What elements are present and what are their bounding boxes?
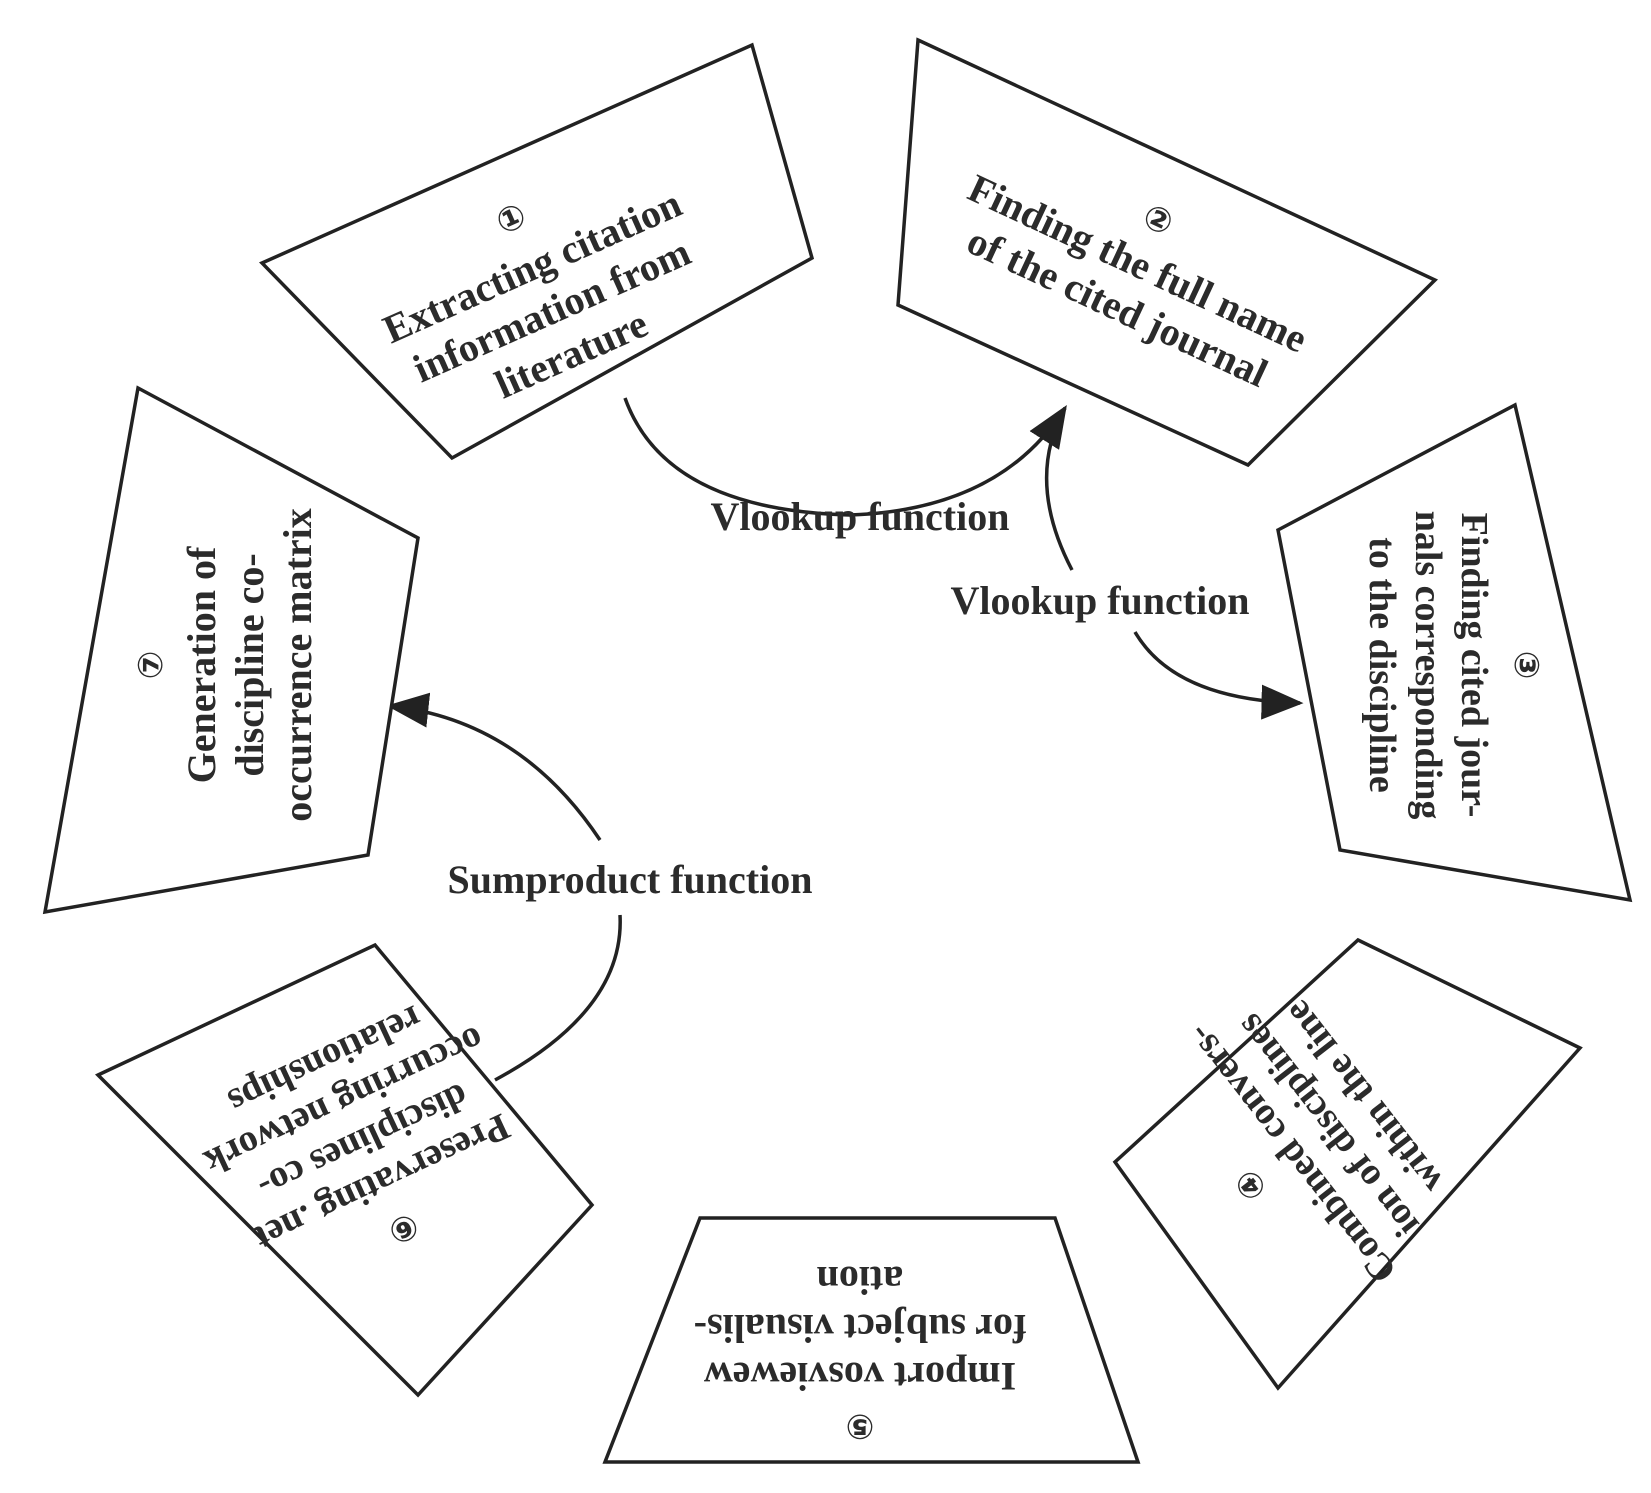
step-5-line-3: ation: [817, 1258, 904, 1303]
step-3-line-2: nals corresponding: [1407, 511, 1449, 820]
vlookup-function-label-1: Vlookup function: [711, 494, 1010, 539]
step-7-box: ⑦ Generation of discipline co- occurrenc…: [42, 385, 420, 915]
step-5-box: ⑤ Import vosviewew for subject visualis-…: [602, 1216, 1141, 1464]
sumproduct-function-label: Sumproduct function: [448, 857, 813, 902]
arrow-step1-to-step2: [623, 397, 1067, 517]
step-7-line-3: occurrence matrix: [275, 508, 320, 822]
step-5-line-1: Import vosviewew: [704, 1354, 1016, 1399]
arrow-sumproduct-to-step7: [386, 692, 602, 841]
vlookup-function-label-2: Vlookup function: [951, 578, 1250, 623]
step-7-line-1: Generation of: [179, 546, 224, 783]
arrow-step2-to-step3: [1044, 407, 1074, 571]
step-2-box: ② Finding the full name of the cited jou…: [896, 37, 1439, 468]
step-4-box: ④ Combined convers- ion of disciplines w…: [1112, 937, 1583, 1391]
step-3-number: ③: [1506, 651, 1546, 680]
arrow-step6-to-step7: [494, 914, 622, 1082]
step-7-number: ⑦: [131, 651, 171, 680]
step-6-box: ⑥ Preservating .net disciplines co- occu…: [94, 942, 595, 1398]
step-3-line-1: Finding cited jour-: [1453, 513, 1495, 818]
arrow-vlookup2-to-step3: [1133, 631, 1304, 720]
step-5-line-2: for subject visualis-: [694, 1306, 1027, 1351]
step-7-line-2: discipline co-: [227, 553, 272, 776]
step-1-box: ① Extracting citation information from l…: [258, 42, 815, 461]
step-5-number: ⑤: [846, 1406, 875, 1446]
step-3-line-3: to the discipline: [1361, 537, 1403, 792]
step-3-box: ③ Finding cited jour- nals corresponding…: [1276, 402, 1633, 903]
